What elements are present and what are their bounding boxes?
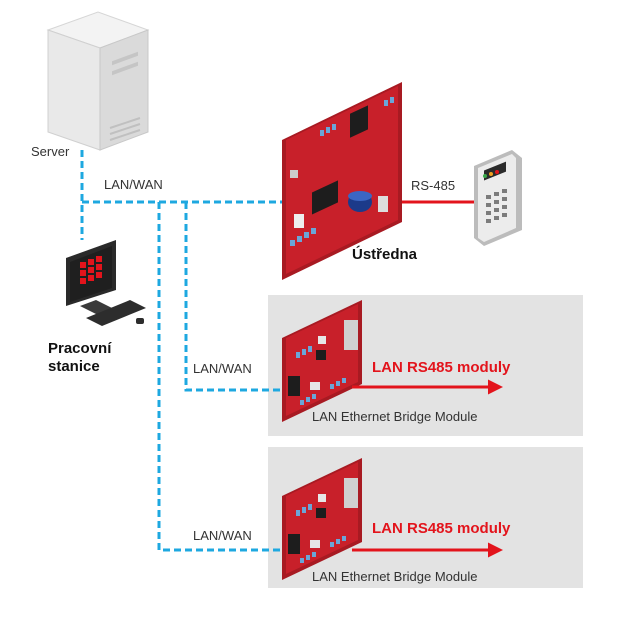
bridge1-caption: LAN RS485 moduly (372, 359, 511, 376)
keypad-terminal-icon (474, 150, 522, 246)
control-unit-label: Ústředna (352, 246, 418, 263)
server-tower-icon (46, 11, 150, 151)
link-to-bridge1 (184, 202, 282, 392)
bridge-module-board-icon (282, 458, 362, 580)
bridge-module-board-icon (282, 300, 362, 422)
bridge2-name: LAN Ethernet Bridge Module (312, 569, 478, 584)
workstation-pc-icon (66, 240, 146, 326)
lan-wan-label-top: LAN/WAN (104, 177, 163, 192)
workstation-label-line2: stanice (48, 358, 100, 375)
lan-wan-label-bottom: LAN/WAN (193, 528, 252, 543)
control-unit-board-icon (282, 82, 402, 280)
link-to-bridge2 (157, 202, 282, 552)
lan-wan-label-mid: LAN/WAN (193, 361, 252, 376)
workstation-label-line1: Pracovní (48, 340, 112, 357)
server-label: Server (31, 144, 70, 159)
network-links (80, 150, 282, 552)
bridge2-caption: LAN RS485 moduly (372, 520, 511, 537)
rs485-label: RS-485 (411, 178, 456, 193)
bridge1-name: LAN Ethernet Bridge Module (312, 409, 478, 424)
